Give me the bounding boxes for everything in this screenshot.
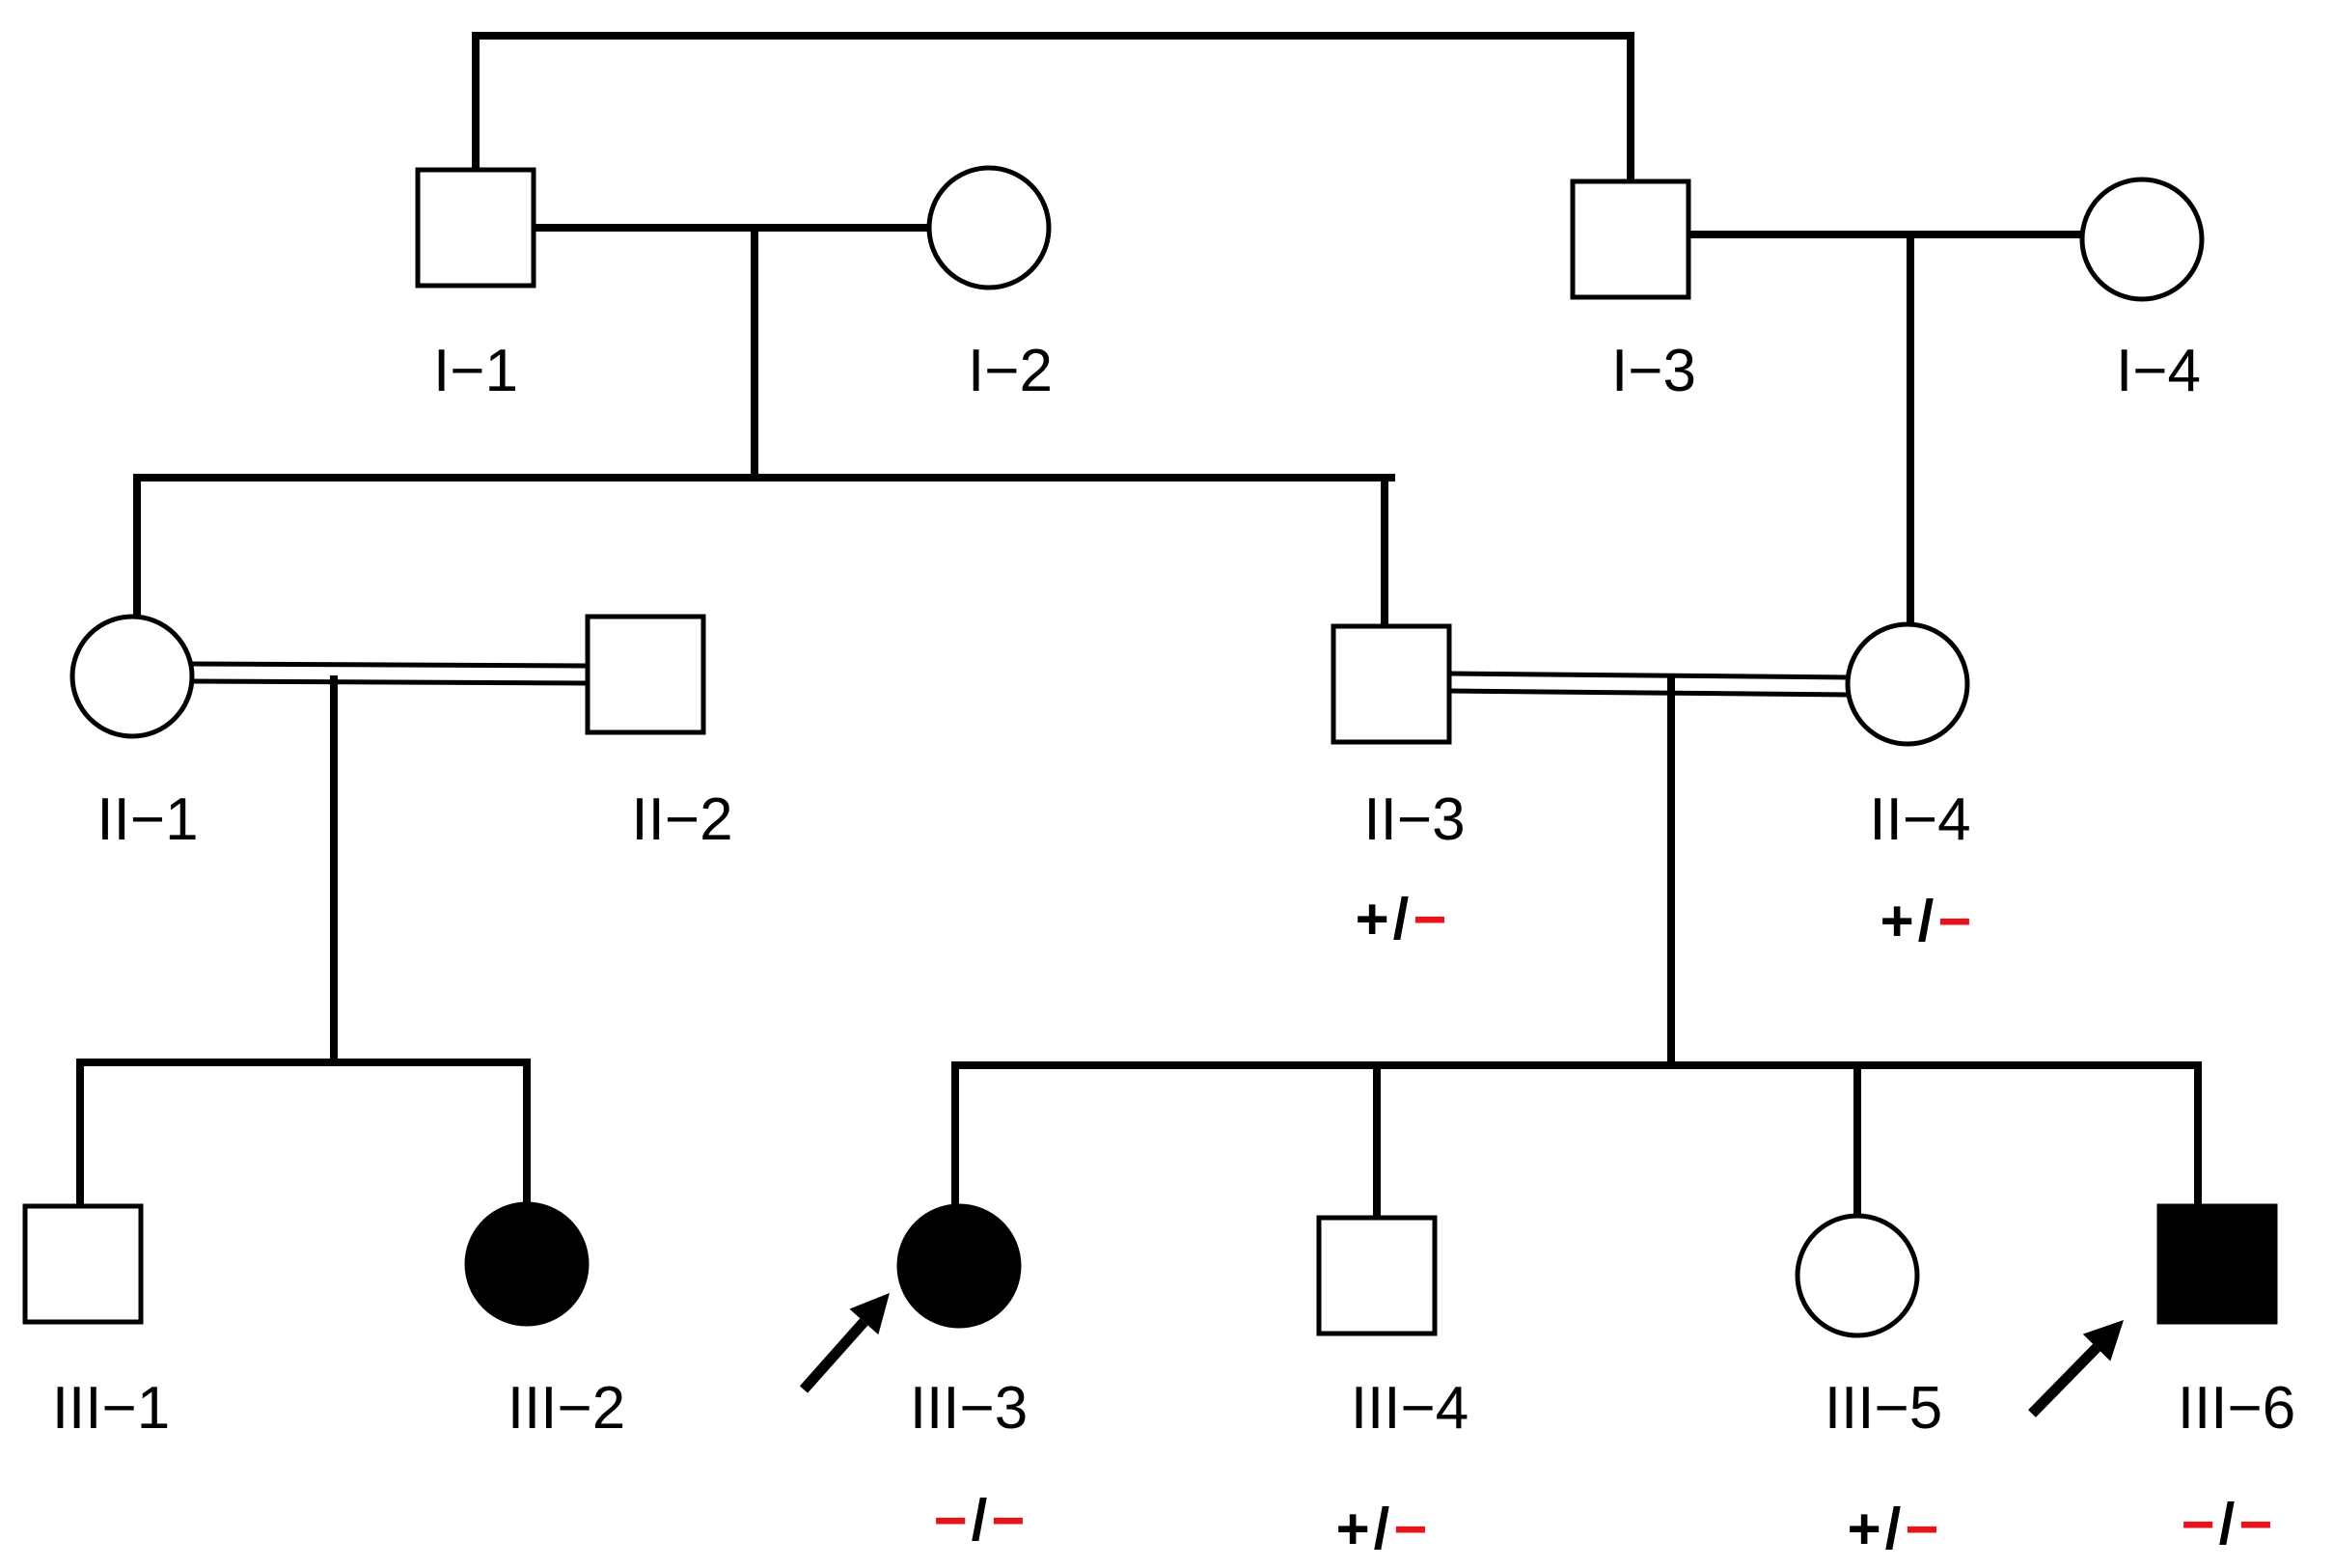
male-symbol-iii-4 (1316, 1215, 1438, 1336)
genotype-sep-iii-6: / (2219, 1492, 2236, 1556)
female-symbol-iii-3 (896, 1203, 1022, 1329)
male-symbol-ii-2 (585, 614, 706, 735)
individual-label-ii-2: II−2 (631, 786, 732, 853)
individual-label-i-2: I−2 (968, 338, 1053, 404)
individual-label-iii-6: III−6 (2178, 1375, 2295, 1442)
mating-line-ii3-ii4-b (1448, 688, 1849, 698)
mating-line-ii1-ii2-a (191, 661, 589, 669)
genotype-left-iii-6: − (2182, 1492, 2215, 1556)
mating-line-ii1-ii2-b (191, 678, 589, 686)
genotype-right-ii-4: − (1937, 889, 1971, 953)
genotype-left-ii-4: + (1880, 889, 1914, 953)
genotype-right-iii-5: − (1905, 1497, 1938, 1561)
genotype-left-ii-3: + (1356, 887, 1389, 951)
individual-label-i-4: I−4 (2116, 338, 2201, 404)
individual-label-iii-2: III−2 (508, 1375, 625, 1442)
sibship-line-gen1 (472, 32, 1634, 183)
female-symbol-i-4 (2079, 177, 2205, 302)
individual-label-ii-3: II−3 (1363, 786, 1465, 853)
proband-arrow-shaft-iii-6 (2028, 1343, 2100, 1417)
pedigree-symbols (22, 165, 2278, 1338)
female-symbol-iii-2 (464, 1201, 590, 1327)
genotype-iii-5: +/− (1848, 1497, 1939, 1561)
genotype-iii-6: −/− (2182, 1492, 2273, 1556)
male-symbol-iii-6 (2156, 1203, 2278, 1325)
genotype-sep-iii-3: / (972, 1488, 988, 1553)
genotype-iii-4: +/− (1336, 1497, 1428, 1561)
female-symbol-iii-5 (1795, 1213, 1920, 1338)
genotype-iii-3: −/− (934, 1488, 1026, 1553)
genotype-left-iii-3: − (934, 1488, 968, 1553)
proband-arrow-icon-iii-3 (849, 1293, 890, 1335)
genotype-right-iii-3: − (991, 1488, 1025, 1553)
individual-label-iii-4: III−4 (1351, 1375, 1468, 1442)
genotype-sep-iii-5: / (1885, 1497, 1902, 1561)
genotype-right-iii-4: − (1393, 1497, 1427, 1561)
female-symbol-ii-1 (69, 614, 195, 739)
female-symbol-i-2 (926, 165, 1052, 290)
individual-label-iii-3: III−3 (910, 1375, 1028, 1442)
individual-label-iii-5: III−5 (1825, 1375, 1942, 1442)
individual-label-iii-1: III−1 (52, 1375, 170, 1442)
proband-arrows (799, 1293, 2124, 1417)
male-symbol-ii-3 (1331, 623, 1452, 745)
genotype-ii-3: +/− (1356, 887, 1447, 951)
individual-label-i-1: I−1 (433, 338, 518, 404)
genotype-sep-ii-4: / (1918, 889, 1935, 953)
mating-line-ii3-ii4-a (1448, 671, 1849, 680)
proband-arrow-icon-iii-6 (2082, 1320, 2124, 1362)
male-symbol-i-1 (415, 167, 536, 289)
pedigree-connectors (76, 32, 2202, 1222)
individual-label-ii-1: II−1 (96, 786, 198, 853)
genotype-sep-ii-3: / (1393, 887, 1410, 951)
genotype-sep-iii-4: / (1374, 1497, 1390, 1561)
genotype-right-iii-6: − (2238, 1492, 2272, 1556)
individual-label-ii-4: II−4 (1869, 786, 1970, 853)
genotype-left-iii-4: + (1336, 1497, 1370, 1561)
genotype-ii-4: +/− (1880, 889, 1972, 953)
female-symbol-ii-4 (1845, 621, 1970, 747)
male-symbol-i-3 (1570, 179, 1691, 300)
genotype-right-ii-3: − (1413, 887, 1446, 951)
male-symbol-iii-1 (22, 1203, 144, 1325)
proband-arrow-shaft-iii-3 (799, 1318, 868, 1393)
individual-label-i-3: I−3 (1611, 338, 1696, 404)
genotype-left-iii-5: + (1848, 1497, 1881, 1561)
